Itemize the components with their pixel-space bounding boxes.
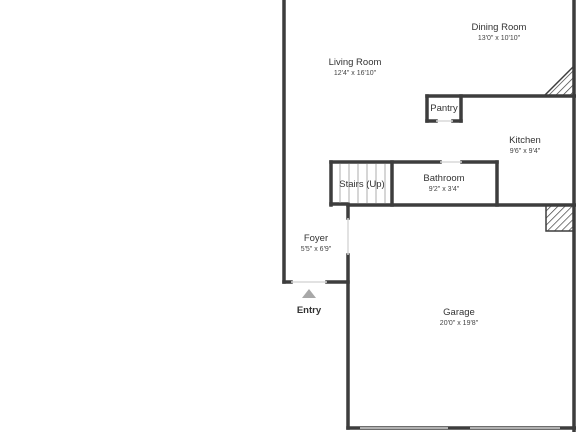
living-room-label: Living Room: [329, 57, 382, 68]
bathroom-dims: 9'2" x 3'4": [429, 186, 460, 193]
garage-label: Garage: [443, 307, 475, 318]
bathroom-label: Bathroom: [423, 173, 464, 184]
kitchen-dims: 9'6" x 9'4": [510, 148, 541, 155]
dining-room-label: Dining Room: [472, 22, 527, 33]
pantry-label: Pantry: [430, 103, 458, 114]
stairs-treads: [339, 164, 386, 203]
garage-dims: 20'0" x 19'8": [440, 320, 479, 327]
stairs-label: Stairs (Up): [339, 179, 384, 190]
entry-arrow-icon: [302, 289, 316, 298]
living-room-dims: 12'4" x 16'10": [334, 70, 377, 77]
dining-room-dims: 13'0" x 10'10": [478, 35, 521, 42]
foyer-label: Foyer: [304, 233, 328, 244]
door-openings: [291, 120, 560, 429]
entry-label: Entry: [297, 305, 322, 316]
kitchen-label: Kitchen: [509, 135, 541, 146]
foyer-dims: 5'5" x 6'9": [301, 246, 332, 253]
hatched-column-upper: [542, 64, 575, 97]
hatched-column-lower: [545, 204, 575, 232]
